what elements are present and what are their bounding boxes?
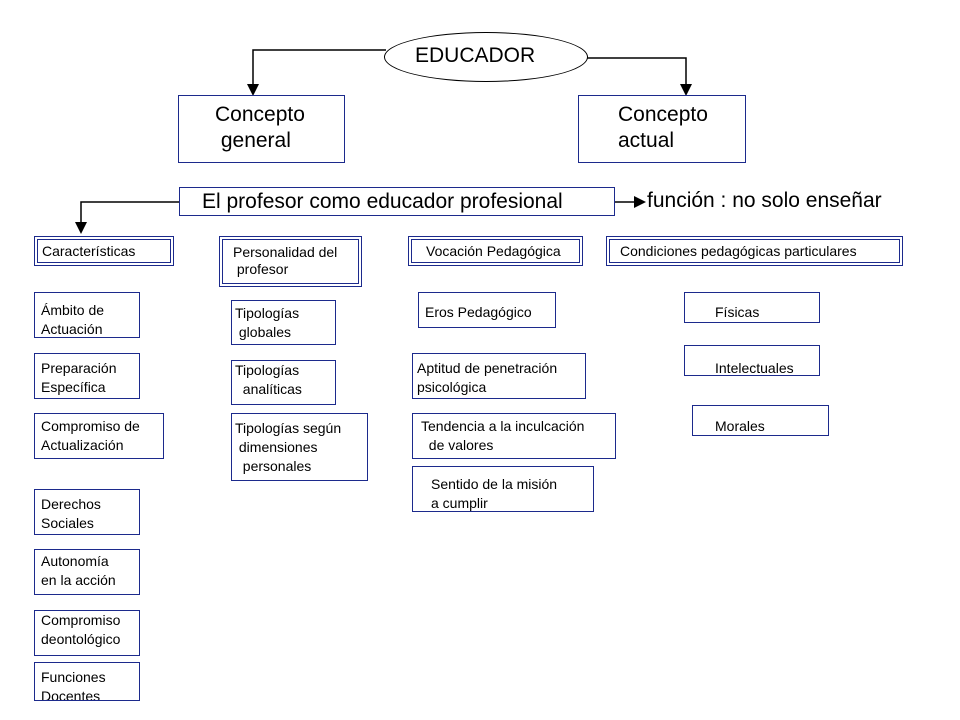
vocacion-eros: Eros Pedagógico [418, 292, 556, 328]
root-node-educador: EDUCADOR [384, 32, 588, 82]
funcion-text: función : no solo enseñar [647, 189, 882, 212]
caracteristica-preparacion: Preparación Específica [34, 353, 140, 399]
personalidad-tipologias-globales: Tipologías globales [231, 300, 336, 345]
personalidad-tipologias-analiticas: Tipologías analíticas [231, 360, 336, 405]
caracteristica-autonomia: Autonomía en la acción [34, 549, 140, 595]
concept-actual-box: Concepto actual [578, 95, 746, 163]
profesor-box: El profesor como educador profesional [179, 187, 615, 216]
root-label: EDUCADOR [415, 44, 536, 67]
condicion-fisicas: Físicas [684, 292, 820, 323]
header-caracteristicas: Características [34, 236, 174, 266]
caracteristica-funciones: Funciones Docentes [34, 662, 140, 701]
caracteristica-derechos: Derechos Sociales [34, 489, 140, 535]
vocacion-aptitud: Aptitud de penetración psicológica [412, 353, 586, 399]
connector-profesor-to-caracteristicas [75, 201, 179, 234]
header-personalidad: Personalidad del profesor [219, 236, 362, 287]
condicion-morales: Morales [692, 405, 829, 436]
caracteristica-ambito: Ámbito de Actuación [34, 292, 140, 338]
caracteristica-compromiso-deontologico: Compromiso deontológico [34, 610, 140, 656]
header-vocacion: Vocación Pedagógica [408, 236, 583, 266]
connector-root-to-general [247, 49, 386, 96]
caracteristica-compromiso-actualizacion: Compromiso de Actualización [34, 413, 164, 459]
vocacion-tendencia: Tendencia a la inculcación de valores [412, 413, 616, 459]
personalidad-tipologias-dimensiones: Tipologías según dimensiones personales [231, 413, 368, 481]
vocacion-sentido: Sentido de la misión a cumplir [412, 466, 594, 512]
header-condiciones: Condiciones pedagógicas particulares [606, 236, 903, 266]
concept-general-box: Concepto general [178, 95, 345, 163]
connector-root-to-actual [585, 57, 692, 96]
condicion-intelectuales: Intelectuales [684, 345, 820, 376]
